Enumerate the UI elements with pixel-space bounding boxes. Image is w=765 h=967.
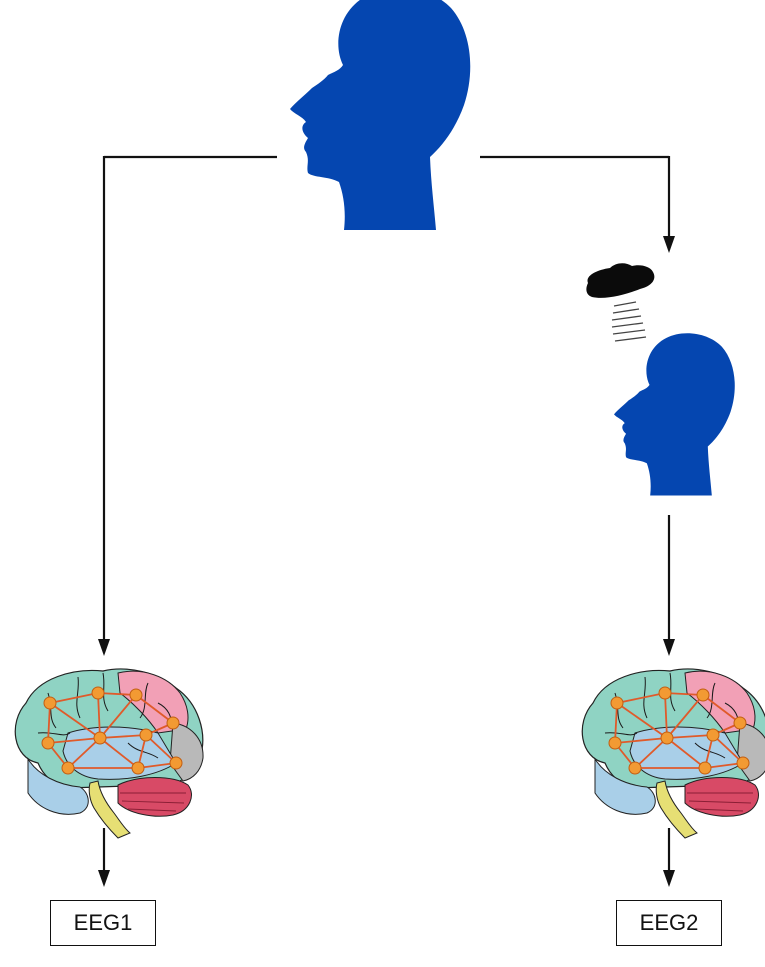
right-brain-network-icon	[581, 668, 765, 839]
right-branch-connector	[480, 155, 671, 237]
left-branch-connector	[102, 155, 277, 640]
eeg2-label: EEG2	[639, 910, 699, 935]
right-arrowhead-to-device	[663, 236, 675, 253]
stimulated-subject-head-icon	[614, 333, 735, 496]
eeg1-label: EEG1	[73, 910, 133, 935]
left-arrowhead-to-brain	[98, 639, 110, 656]
subject-head-icon	[290, 0, 471, 230]
eeg2-box: EEG2	[616, 900, 722, 946]
right-arrowhead-to-brain	[663, 639, 675, 656]
stimulation-device-icon	[586, 263, 655, 342]
left-brain-network-icon	[14, 668, 204, 839]
right-arrowhead-to-eeg	[663, 870, 675, 887]
left-arrowhead-to-eeg	[98, 870, 110, 887]
eeg1-box: EEG1	[50, 900, 156, 946]
